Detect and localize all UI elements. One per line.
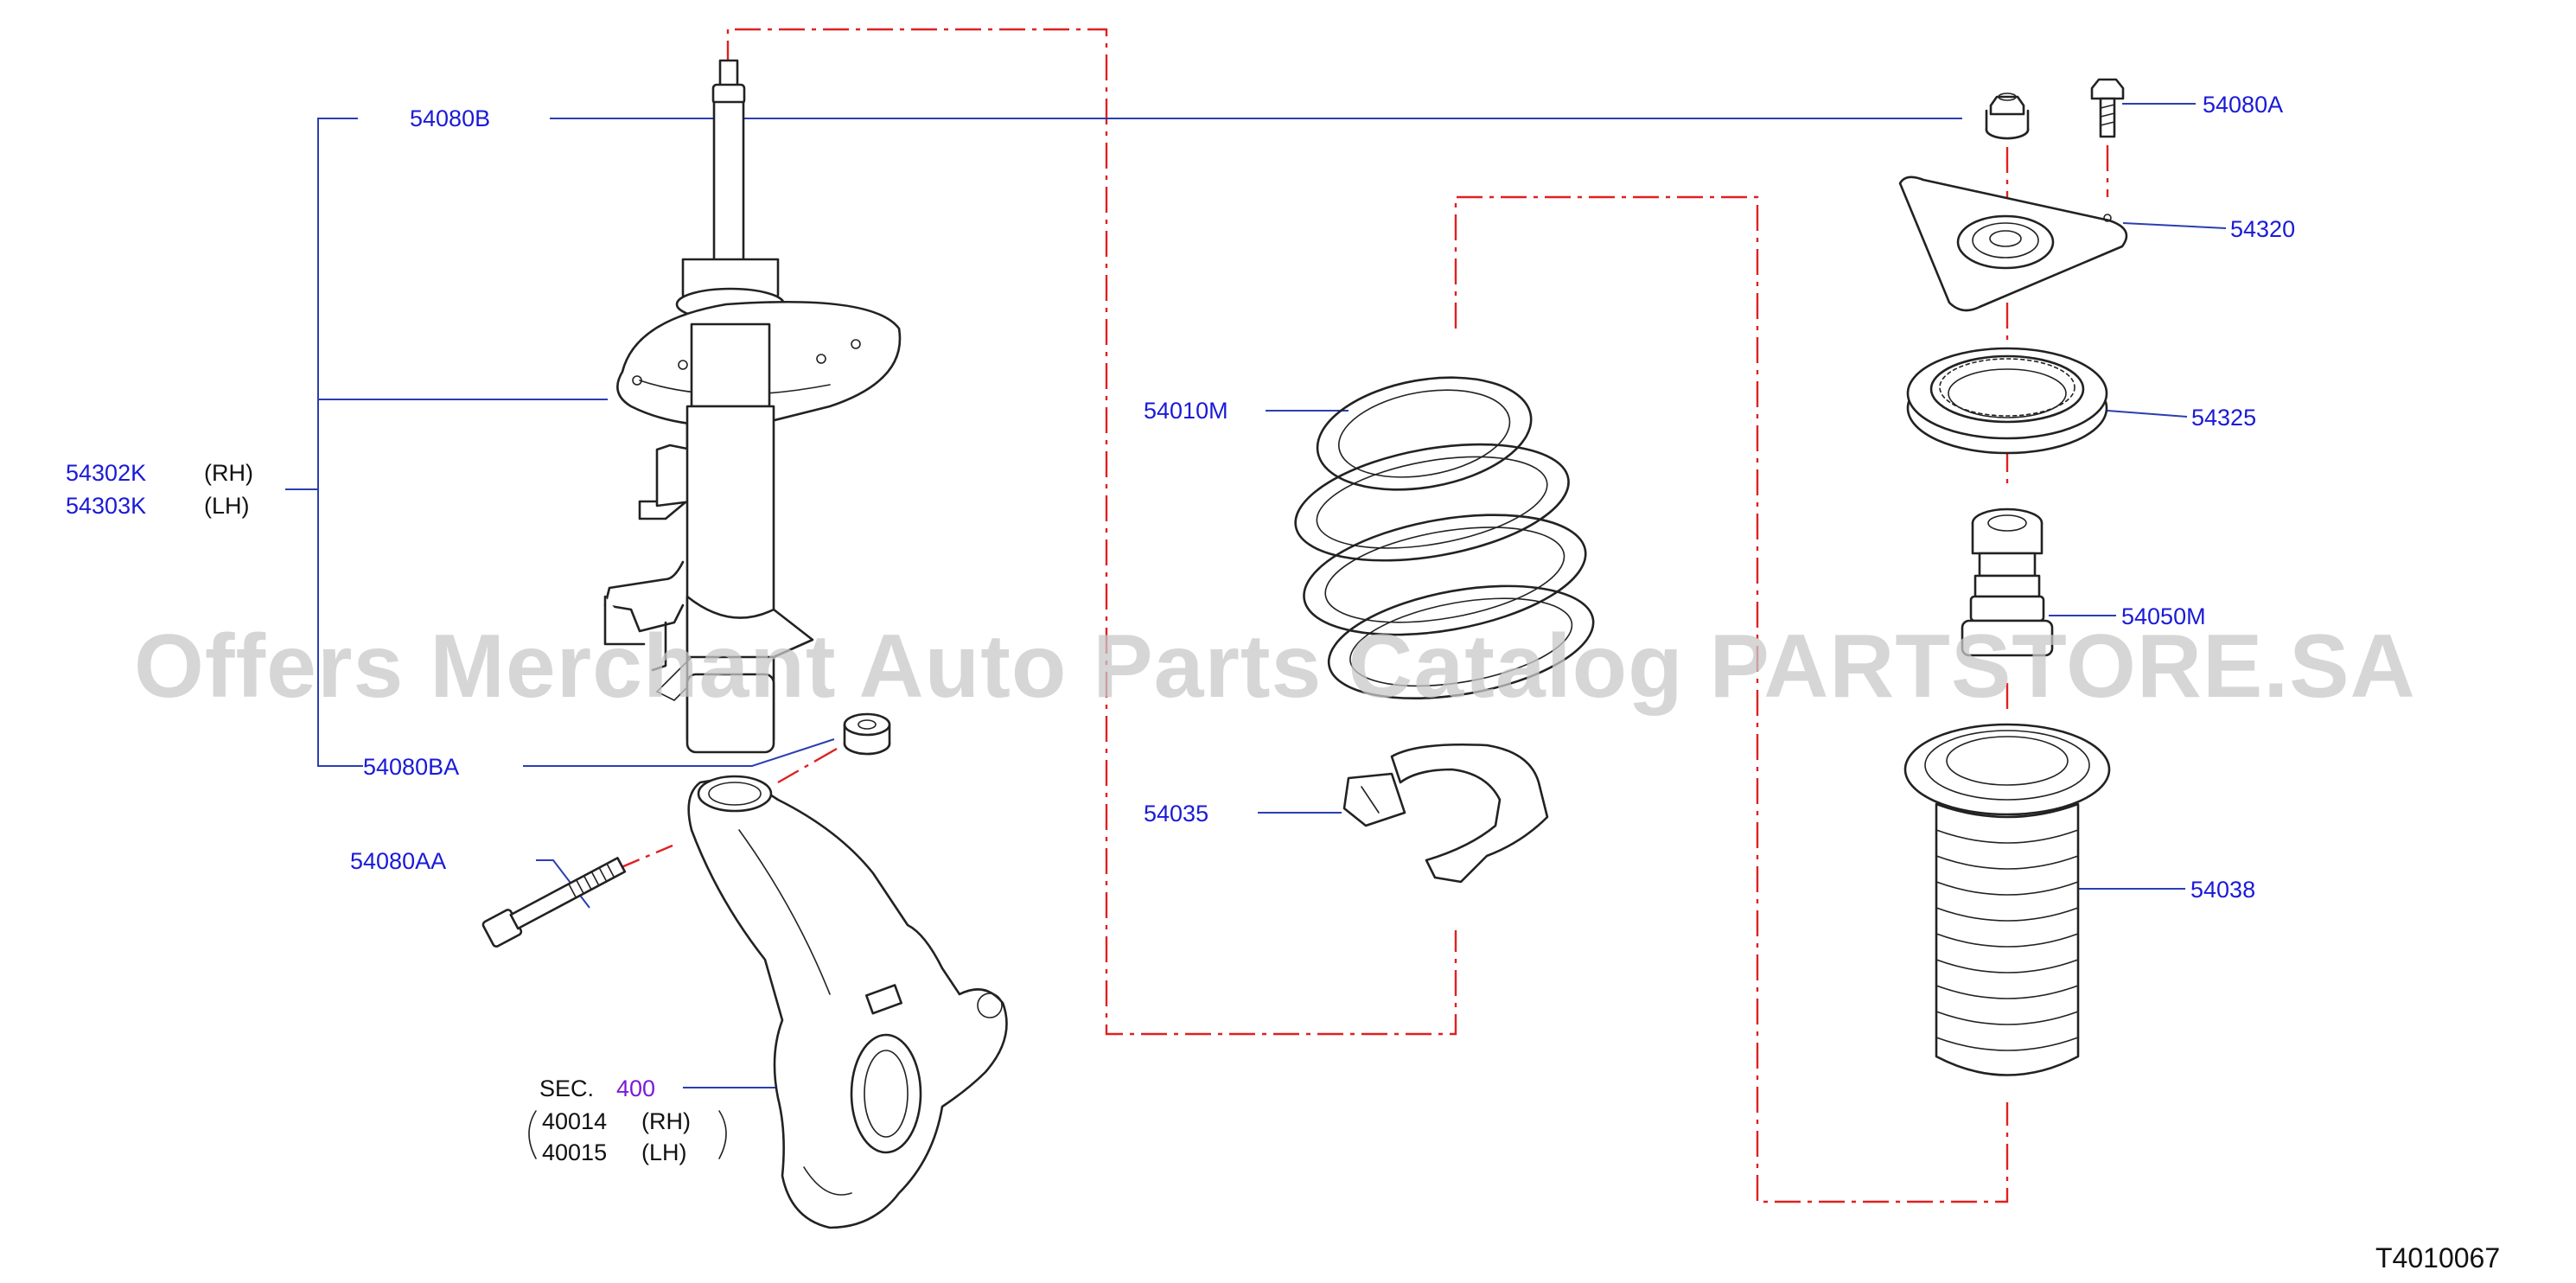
label-40014[interactable]: 40014 — [542, 1108, 607, 1134]
label-54010m[interactable]: 54010M — [1144, 398, 1228, 424]
label-54325[interactable]: 54325 — [2191, 405, 2256, 431]
label-40015[interactable]: 40015 — [542, 1139, 607, 1165]
strut-mount-54320 — [1898, 176, 2128, 312]
label-54302k[interactable]: 54302K — [66, 460, 146, 486]
sec-bracket-right — [718, 1110, 727, 1159]
strut-assembly — [603, 59, 902, 754]
label-40015-side: (LH) — [641, 1139, 687, 1165]
label-54038[interactable]: 54038 — [2190, 877, 2255, 903]
assembly-lines — [615, 28, 2109, 1203]
bolt-54080a — [2090, 78, 2125, 138]
label-54080aa[interactable]: 54080AA — [350, 848, 446, 874]
label-40014-side: (RH) — [641, 1108, 691, 1134]
washer-54080ba — [843, 712, 891, 756]
coil-spring-54010m — [1294, 376, 1595, 700]
diagram-code: T4010067 — [2375, 1242, 2500, 1273]
label-54320[interactable]: 54320 — [2230, 216, 2295, 242]
steering-knuckle — [687, 775, 1008, 1229]
leader-lines — [285, 103, 2227, 1088]
label-54050m[interactable]: 54050M — [2121, 603, 2206, 629]
label-54080b[interactable]: 54080B — [410, 105, 490, 131]
watermark: Offers Merchant Auto Parts Catalog PARTS… — [134, 616, 2416, 717]
label-54302k-side: (RH) — [204, 460, 253, 486]
label-54080a[interactable]: 54080A — [2203, 92, 2283, 118]
bolt-54080aa — [481, 857, 627, 948]
label-sec-number[interactable]: 400 — [616, 1076, 655, 1101]
label-54303k[interactable]: 54303K — [66, 493, 146, 519]
sec-bracket — [528, 1110, 537, 1159]
dust-boot-54038 — [1903, 723, 2111, 1076]
spring-seat-54035 — [1342, 743, 1549, 884]
label-54080ba[interactable]: 54080BA — [363, 754, 459, 780]
label-54035[interactable]: 54035 — [1144, 801, 1208, 827]
bump-stop-54050m — [1961, 507, 2054, 657]
nut-54080b — [1985, 93, 2030, 140]
label-sec-prefix: SEC. — [539, 1076, 594, 1101]
label-54303k-side: (LH) — [204, 493, 250, 519]
part-labels: 54080B 54302K (RH) 54303K (LH) 54080BA 5… — [66, 92, 2295, 1165]
bearing-54325 — [1906, 347, 2108, 455]
